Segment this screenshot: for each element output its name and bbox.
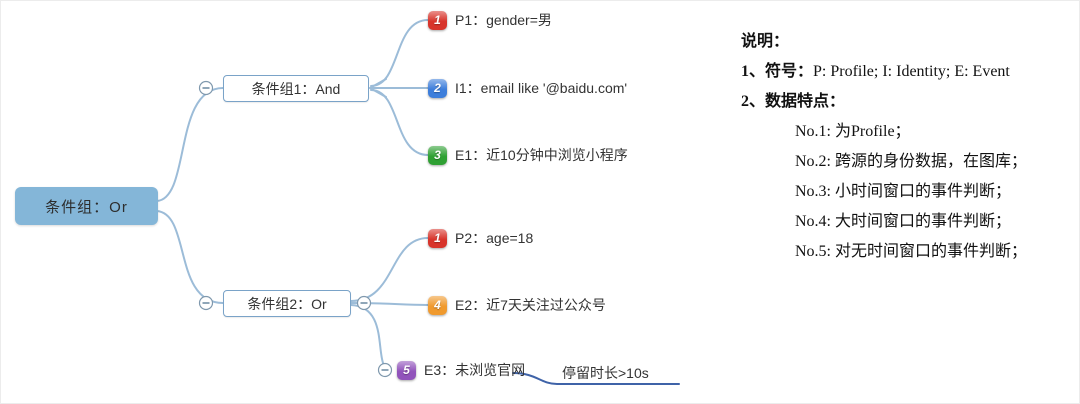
collapse-icon-group1[interactable]	[198, 80, 214, 96]
collapse-icon-e3[interactable]	[377, 362, 393, 378]
notes-point: No.5: 对无时间窗口的事件判断；	[795, 243, 1028, 260]
connector-group1-e1	[370, 89, 429, 156]
notes-title: 说明：	[741, 33, 790, 50]
notes-item-text: P: Profile; I: Identity; E: Event	[813, 63, 1010, 80]
collapse-icon-group2-left[interactable]	[198, 295, 214, 311]
number-badge: 3	[428, 145, 447, 165]
notes-item-data-features: 2、数据特点：	[741, 87, 1073, 117]
notes-item-symbols: 1、符号：P: Profile; I: Identity; E: Event	[741, 57, 1073, 87]
number-badge: 2	[428, 78, 447, 98]
leaf-node-p1[interactable]: 1 P1：gender=男	[428, 10, 552, 30]
group-node-and[interactable]: 条件组1：And	[223, 75, 369, 102]
number-badge: 1	[428, 10, 447, 30]
leaf-label: P2：age=18	[455, 230, 534, 246]
leaf-label: E2：近7天关注过公众号	[455, 297, 606, 313]
notes-point: No.2: 跨源的身份数据，在图库；	[795, 153, 1028, 170]
connector-group1-p1	[370, 19, 429, 87]
leaf-node-e1[interactable]: 3 E1：近10分钟中浏览小程序	[428, 145, 628, 165]
number-badge: 5	[397, 360, 416, 380]
leaf-node-i1[interactable]: 2 I1：email like '@baidu.com'	[428, 78, 627, 98]
notes-point: No.3: 小时间窗口的事件判断；	[795, 183, 1012, 200]
root-node[interactable]: 条件组：Or	[15, 187, 158, 225]
notes-block: 说明： 1、符号：P: Profile; I: Identity; E: Eve…	[741, 27, 1073, 267]
notes-point: No.4: 大时间窗口的事件判断；	[795, 213, 1012, 230]
collapse-icon-group2-right[interactable]	[356, 295, 372, 311]
leaf-node-e3[interactable]: 5 E3：未浏览官网	[397, 360, 525, 380]
leaf-label: E3：未浏览官网	[424, 362, 526, 378]
arrowhead-icon	[367, 78, 387, 98]
leaf-label: P1：gender=男	[455, 12, 552, 28]
leaf-label: I1：email like '@baidu.com'	[455, 80, 628, 96]
notes-item-label: 2、数据特点：	[741, 93, 846, 110]
connector-group2-p2	[350, 237, 429, 302]
notes-item-label: 1、符号：	[741, 63, 814, 80]
leaf-label: E1：近10分钟中浏览小程序	[455, 147, 628, 163]
connector-group2-e3	[350, 304, 392, 371]
number-badge: 1	[428, 228, 447, 248]
connector-root-group2	[156, 210, 224, 304]
notes-points-list: No.1: 为Profile； No.2: 跨源的身份数据，在图库； No.3:…	[795, 117, 1073, 267]
connector-root-group1	[156, 87, 224, 202]
number-badge: 4	[428, 295, 447, 315]
notes-point: No.1: 为Profile；	[795, 123, 911, 140]
connector-group2-e2	[350, 302, 429, 306]
leaf-node-p2[interactable]: 1 P2：age=18	[428, 228, 533, 248]
group-node-or[interactable]: 条件组2：Or	[223, 290, 351, 317]
subtopic-node-duration[interactable]: 停留时长>10s	[562, 365, 649, 381]
leaf-node-e2[interactable]: 4 E2：近7天关注过公众号	[428, 295, 606, 315]
